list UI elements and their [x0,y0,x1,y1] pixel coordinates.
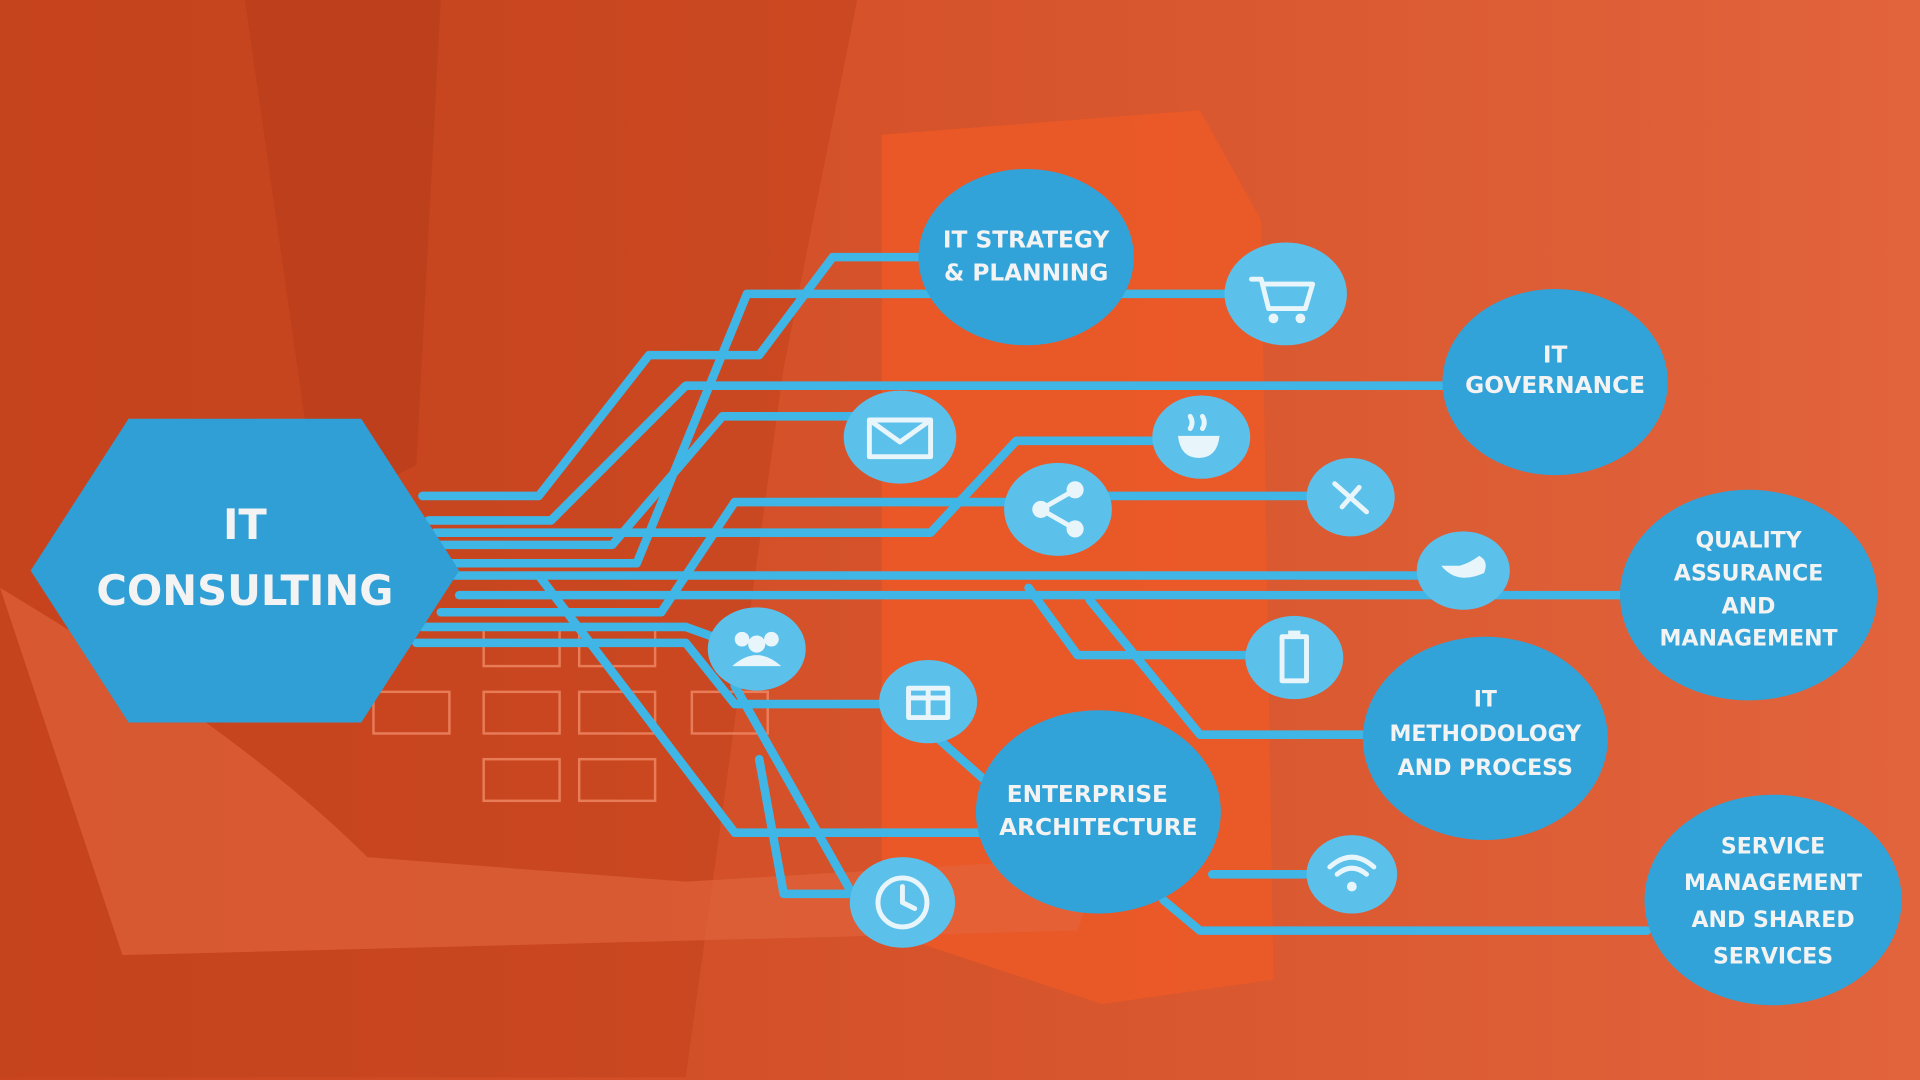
node-label: MANAGEMENT [1684,871,1862,896]
envelope-icon [843,390,957,484]
node-label: ASSURANCE [1674,561,1823,586]
node-label: ARCHITECTURE [999,814,1197,841]
cart-icon [1224,242,1347,346]
node-label: ENTERPRISE [1007,781,1168,808]
node-service-management[interactable]: SERVICE MANAGEMENT AND SHARED SERVICES [1644,794,1902,1006]
node-label: MANAGEMENT [1660,626,1838,651]
share-icon [1004,462,1112,556]
clock-icon [849,857,956,948]
node-it-strategy-planning[interactable]: IT STRATEGY & PLANNING [918,168,1134,346]
node-label: SERVICES [1713,945,1833,970]
satellite-icon [1306,457,1395,537]
node-it-methodology[interactable]: IT METHODOLOGY AND PROCESS [1362,636,1608,840]
coffee-icon [1152,395,1251,479]
battery-icon [1245,615,1344,700]
node-label: IT STRATEGY [943,226,1111,253]
hand-shape [0,587,1103,956]
node-label: AND SHARED [1692,908,1855,933]
node-it-governance[interactable]: IT GOVERNANCE [1442,288,1668,476]
node-label: QUALITY [1695,528,1802,553]
node-label: AND [1722,594,1776,619]
center-title-line2: CONSULTING [96,566,393,615]
node-label: GOVERNANCE [1465,372,1645,399]
node-label: AND PROCESS [1398,756,1573,781]
node-label: METHODOLOGY [1389,722,1582,747]
people-icon [707,607,806,691]
node-label: IT [1543,341,1568,368]
center-title-line1: IT [223,500,267,549]
bird-icon [1416,531,1510,610]
node-label: & PLANNING [944,259,1108,286]
node-label: SERVICE [1721,834,1825,859]
tie-shape [244,0,441,515]
it-consulting-hexagon[interactable]: IT CONSULTING [30,418,460,723]
node-quality-assurance[interactable]: QUALITY ASSURANCE AND MANAGEMENT [1620,489,1878,701]
wifi-icon [1306,835,1398,914]
node-enterprise-architecture[interactable]: ENTERPRISE ARCHITECTURE [975,710,1221,914]
node-label: IT [1474,688,1497,713]
gift-icon [879,660,978,744]
